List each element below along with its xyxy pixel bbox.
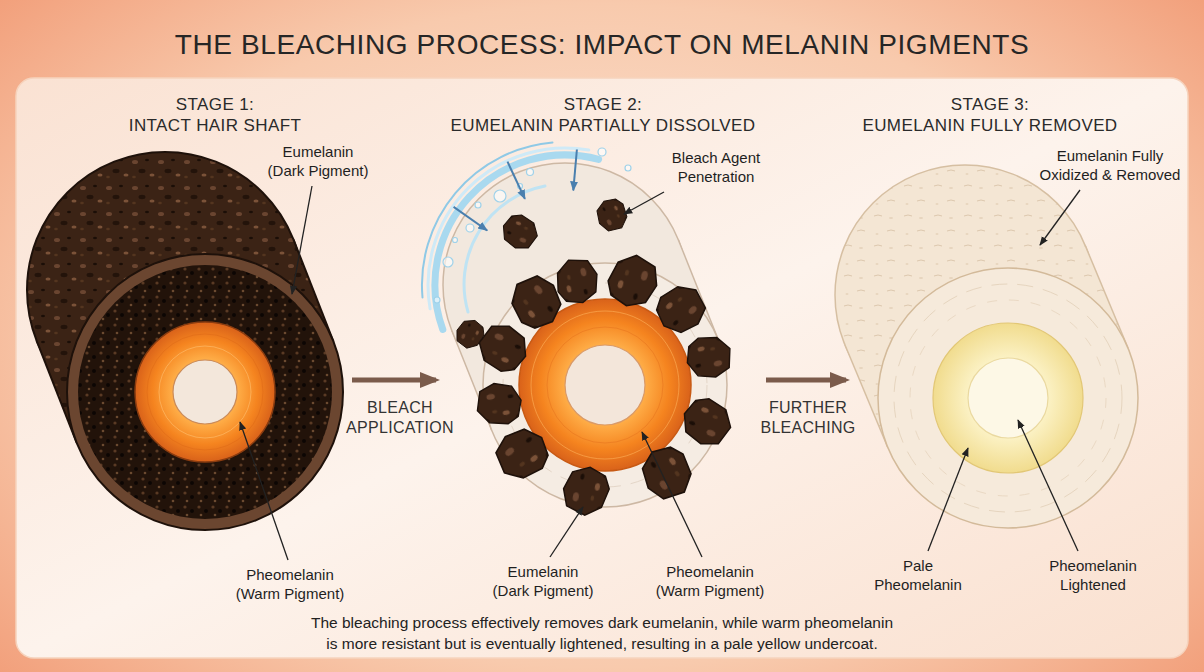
stage-heading: STAGE 2: [564,94,642,115]
hair-shaft-bleached [835,165,1138,528]
hair-shaft-intact [173,360,237,424]
stage-heading: STAGE 3: [951,94,1029,115]
arrow-label: BLEACH APPLICATION [345,398,455,438]
stage-heading: EUMELANIN PARTIALLY DISSOLVED [451,115,756,136]
eumelanin-chunks [648,276,714,342]
hair-shaft-partial [531,311,679,459]
process-arrow [766,378,846,383]
leader-line [1040,190,1080,245]
hair-shaft-bleached [933,323,1083,473]
hair-shaft-bleached [894,284,1122,512]
leader-line [240,186,1080,560]
title: THE BLEACHING PROCESS: IMPACT ON MELANIN… [0,28,1204,62]
hair-shaft-partial [565,345,645,425]
eumelanin-chunks [473,319,533,378]
leader-line [624,192,664,214]
eumelanin-chunks [473,379,524,428]
bleach-bubbles [475,202,481,208]
stage-heading: EUMELANIN FULLY REMOVED [862,115,1117,136]
bleach-bubbles [527,169,534,176]
hair-shaft-bleached [878,268,1138,528]
leader-line [1018,420,1078,551]
leader-line [928,448,968,551]
leader-line [292,186,312,294]
hair-shaft-intact [67,254,343,530]
hair-shaft-partial [483,263,727,507]
callout-label: Pheomelanin (Warm Pigment) [655,562,766,600]
callout-label: Eumelanin (Dark Pigment) [267,142,370,180]
hair-shaft-bleached [910,300,1106,496]
eumelanin-chunks [487,419,557,489]
caption: The bleaching process effectively remove… [310,612,895,654]
eumelanin-chunks [682,331,736,383]
hair-shaft-partial [547,327,663,443]
eumelanin-chunks [560,463,613,518]
callout-label: Pheomelanin (Warm Pigment) [235,565,346,603]
stage-heading: STAGE 1: [176,94,254,115]
arrow-label: FURTHER BLEACHING [760,398,857,438]
callout-label: Pale Pheomelanin [873,556,963,594]
hair-shaft-intact [78,265,332,519]
eumelanin-chunks [677,393,737,452]
leader-line [642,432,702,557]
bleach-bubbles [434,297,440,303]
eumelanin-chunks [473,250,737,518]
hair-shaft-partial [422,143,737,519]
bleach-bubbles [443,257,453,267]
hair-shaft-intact [159,346,251,438]
leader-line [240,422,288,560]
bleach-bubbles [598,148,606,156]
eumelanin-chunks [633,438,702,507]
bleach-bubbles [625,165,631,171]
hair-shaft-intact [27,152,343,530]
callout-label: Bleach Agent Penetration [671,148,762,186]
hair-shaft-partial [591,194,633,237]
hair-shaft-intact [135,322,275,462]
process-arrow [352,378,436,383]
callout-label: Pheomelanin Lightened [1048,556,1138,594]
penetration-arrow [454,207,488,231]
bleach-bubbles [453,238,458,243]
penetration-arrow [573,150,577,191]
callout-label: Eumelanin (Dark Pigment) [492,562,595,600]
eumelanin-chunks [603,250,663,312]
bleach-bubbles [494,190,506,202]
hair-shaft-partial [498,210,542,253]
panel [16,78,1188,658]
hair-shaft-intact [147,334,263,450]
eumelanin-chunks [551,254,603,308]
leader-line [550,507,583,557]
penetration-arrow [454,150,577,231]
hair-shaft-bleached [968,358,1048,438]
stage-heading: INTACT HAIR SHAFT [129,115,301,136]
bleach-bubbles [466,224,474,232]
callout-label: Eumelanin Fully Oxidized & Removed [1039,146,1182,184]
penetration-arrow [508,162,525,199]
